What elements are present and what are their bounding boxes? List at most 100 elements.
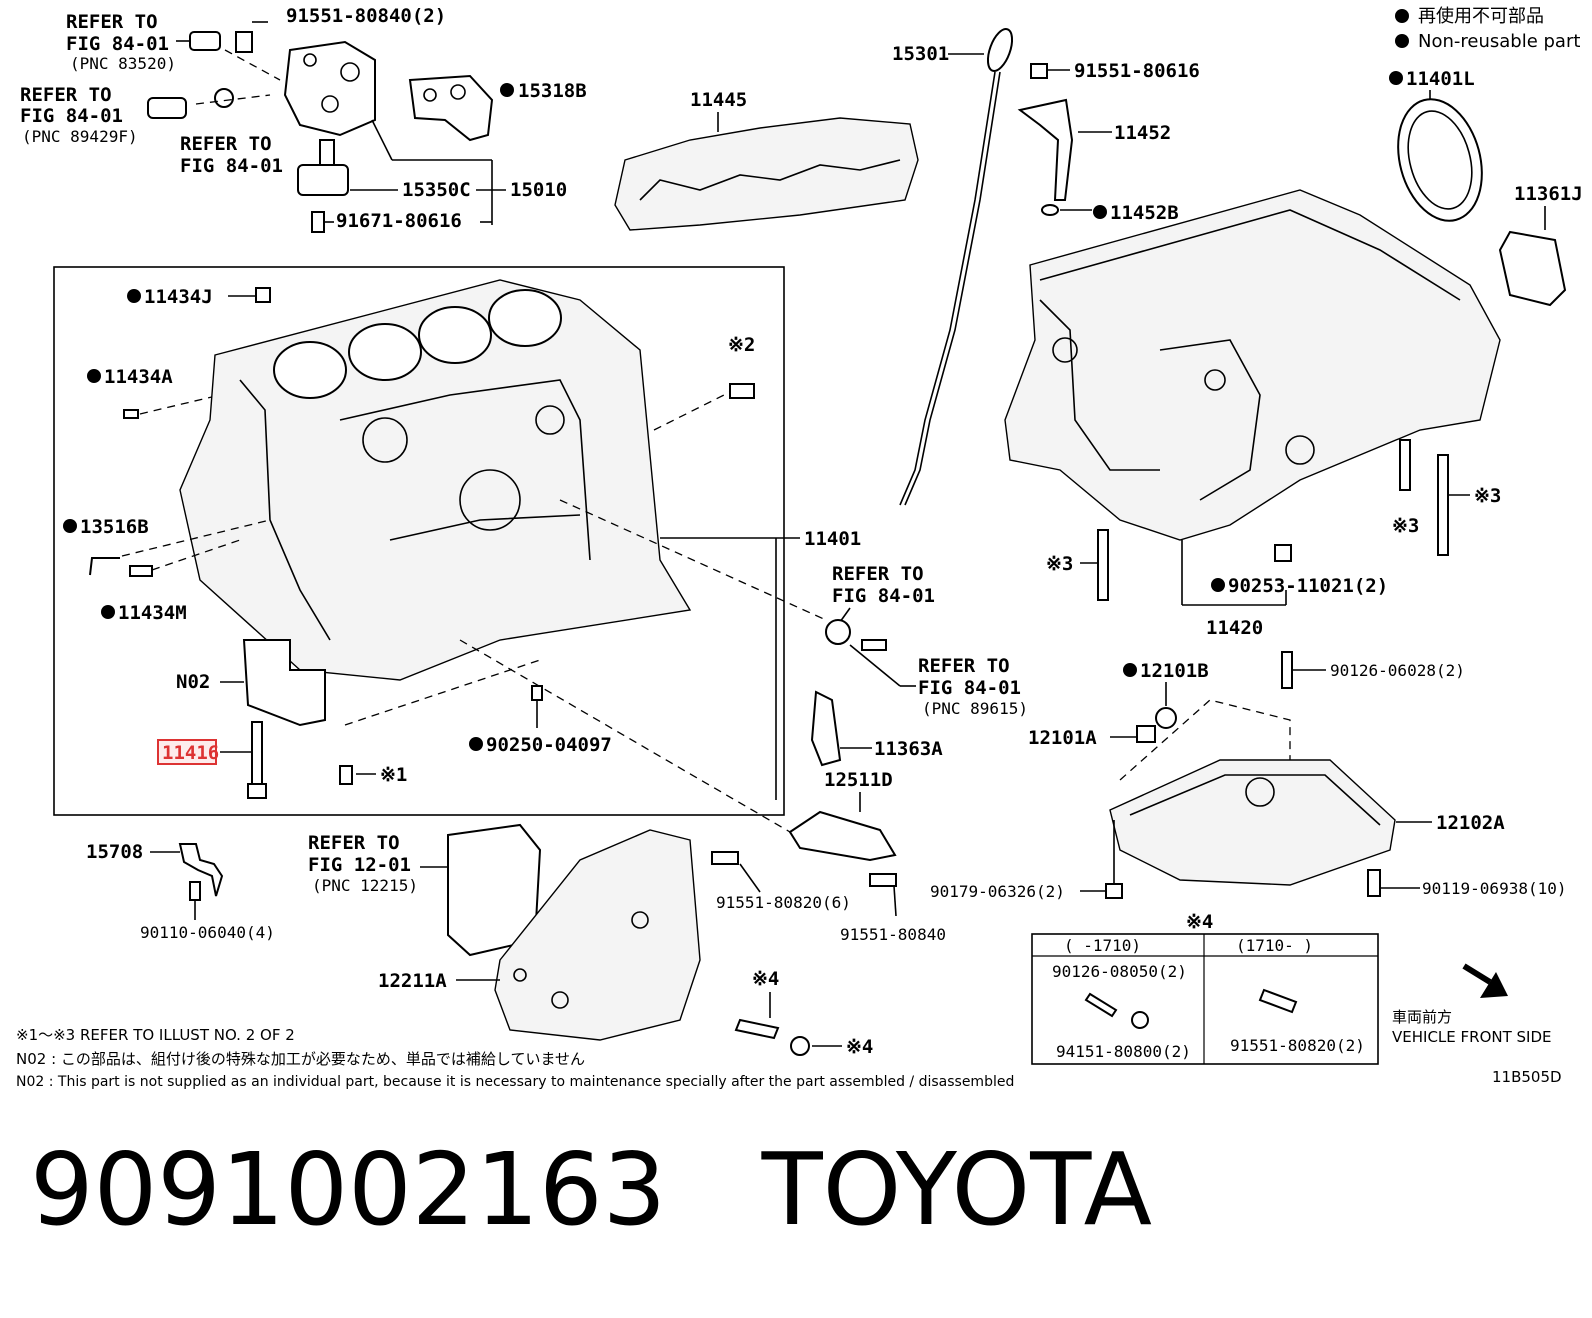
cam-sensor-part[interactable] [189,31,221,51]
baffle-part[interactable] [810,690,842,767]
refer-label[interactable]: REFER TO [308,832,400,854]
pin-part[interactable] [123,409,139,419]
bolt-part[interactable] [251,721,263,793]
o-ring-part[interactable] [214,88,234,108]
timing-cover-part[interactable] [494,829,701,1041]
stud-part[interactable] [1084,992,1118,1018]
part-label[interactable]: 11434A [104,366,173,388]
pipe-part[interactable] [89,557,120,576]
part-label[interactable]: 11401 [804,528,861,550]
nut-part[interactable] [1131,1011,1149,1029]
part-label[interactable]: 11434J [144,286,213,308]
part-label[interactable]: 91671-80616 [336,210,462,232]
bolt-part[interactable] [1367,869,1381,897]
ocv-body-part[interactable] [297,164,349,196]
pin-part[interactable] [729,383,755,399]
bolt-part[interactable] [861,639,887,651]
dipstick-handle-part[interactable] [983,26,1017,74]
oil-jet-part[interactable] [178,843,224,897]
part-label[interactable]: 90119-06938(10) [1422,879,1567,898]
part-label[interactable]: 11452B [1110,202,1179,224]
part-label[interactable]: 11401L [1406,68,1475,90]
part-label[interactable]: 11445 [690,89,747,111]
part-label[interactable]: 90253-11021(2) [1228,575,1388,597]
part-label[interactable]: 15708 [86,841,143,863]
nut-part[interactable] [790,1036,810,1056]
part-label[interactable]: 12211A [378,970,447,992]
refer-label[interactable]: REFER TO [918,655,1010,677]
refer-label[interactable]: (PNC 83520) [70,54,176,73]
bolt-part[interactable] [1399,439,1411,491]
refer-label[interactable]: FIG 84-01 [20,105,123,127]
stud-part[interactable] [1281,651,1293,689]
part-label[interactable]: 12102A [1436,812,1505,834]
knock-sensor-part[interactable] [825,619,851,645]
part-label[interactable]: 15010 [510,179,567,201]
part-label[interactable]: 12101A [1028,727,1097,749]
refer-label[interactable]: (PNC 89615) [922,699,1028,718]
plug-part[interactable] [1274,544,1292,562]
part-label[interactable]: 91551-80616 [1074,60,1200,82]
bolt-part[interactable] [189,881,201,901]
pin-part[interactable] [129,565,153,577]
part-label[interactable]: 11420 [1206,617,1263,639]
part-label[interactable]: 91551-80840 [840,925,946,944]
stud-part[interactable] [734,1018,780,1040]
gauge-guide-part[interactable] [1017,98,1074,201]
part-label[interactable]: 15318B [518,80,587,102]
pin-part[interactable] [531,685,543,701]
part-label[interactable]: 94151-80800(2) [1056,1042,1191,1061]
crank-sensor-part[interactable] [147,97,187,119]
bolt-part[interactable] [1437,454,1449,556]
refer-label[interactable]: (PNC 12215) [312,876,418,895]
nut-part[interactable] [1105,883,1123,899]
part-label[interactable]: 90110-06040(4) [140,923,275,942]
refer-label[interactable]: REFER TO [832,563,924,585]
part-label[interactable]: 11434M [118,602,187,624]
o-ring-part[interactable] [1041,204,1059,216]
part-label[interactable]: 15350C [402,179,471,201]
oil-seal-part[interactable] [1385,90,1494,230]
part-label[interactable]: 11363A [874,738,943,760]
refer-label[interactable]: FIG 12-01 [308,854,411,876]
part-label[interactable]: 12511D [824,769,893,791]
part-label[interactable]: 15301 [892,43,949,65]
bolt-head-part[interactable] [247,783,267,799]
refer-label[interactable]: FIG 84-01 [180,155,283,177]
refer-label[interactable]: FIG 84-01 [66,33,169,55]
part-label[interactable]: 91551-80840(2) [286,5,446,27]
crankcase-part[interactable] [1004,189,1501,541]
refer-label[interactable]: REFER TO [180,133,272,155]
refer-label[interactable]: REFER TO [20,84,112,106]
part-label[interactable]: N02 [176,671,210,693]
part-label[interactable]: 91551-80820(2) [1230,1036,1365,1055]
part-label[interactable]: 90179-06326(2) [930,882,1065,901]
refer-label[interactable]: REFER TO [66,11,158,33]
part-label[interactable]: 11452 [1114,122,1171,144]
bolt-part[interactable] [1258,988,1298,1014]
oil-pan-part[interactable] [1109,759,1396,886]
bolt-part[interactable] [1097,529,1109,601]
part-label[interactable]: 90250-04097 [486,734,612,756]
bearing-cap-part[interactable] [242,639,326,727]
refer-label[interactable]: FIG 84-01 [832,585,935,607]
plug-part[interactable] [1136,725,1156,743]
washer-part[interactable] [1155,707,1177,729]
part-label[interactable]: 90126-06028(2) [1330,661,1465,680]
part-label[interactable]: 12101B [1140,660,1209,682]
pin-part[interactable] [339,765,353,785]
refer-label[interactable]: (PNC 89429F) [22,127,138,146]
part-label[interactable]: 90126-08050(2) [1052,962,1187,981]
valve-housing-part[interactable] [283,40,376,137]
part-label[interactable]: 91551-80820(6) [716,893,851,912]
part-label[interactable]: 13516B [80,516,149,538]
bolt-part[interactable] [1030,63,1048,79]
bolt-part[interactable] [235,31,253,53]
bolt-part[interactable] [311,211,325,233]
part-label[interactable]: 11361J [1514,183,1583,205]
plug-part[interactable] [255,287,271,303]
cover-part[interactable] [1498,230,1567,307]
part-label-highlighted[interactable]: 11416 [162,742,219,764]
refer-label[interactable]: FIG 84-01 [918,677,1021,699]
bracket-part[interactable] [788,810,897,862]
